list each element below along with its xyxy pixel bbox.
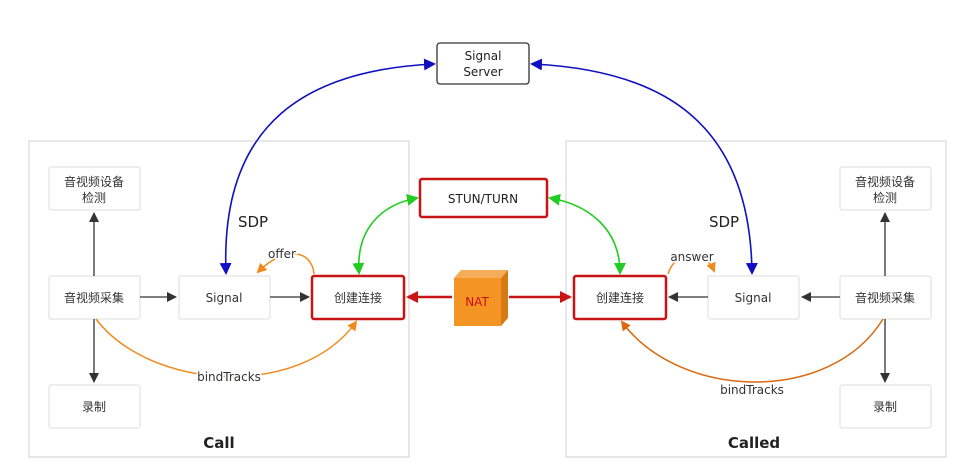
sdp-label-right: SDP: [709, 213, 739, 231]
called-create-conn-box: [572, 274, 668, 321]
called-title: Called: [728, 434, 780, 452]
called-device-check-line2: 检测: [873, 190, 897, 205]
stun-arrow-left: [352, 193, 419, 275]
called-device-check-line1: 音视频设备: [855, 174, 915, 189]
called-signal-label: Signal: [735, 291, 772, 305]
signal-server-line1: Signal: [465, 49, 502, 63]
nat-box: [454, 270, 508, 326]
called-bindtracks-label: bindTracks: [720, 383, 784, 397]
stun-arrow-right: [548, 193, 626, 275]
call-bindtracks-label: bindTracks: [197, 370, 261, 384]
signal-server-line2: Server: [463, 65, 502, 79]
called-record-box: [839, 384, 932, 429]
call-record-label: 录制: [82, 400, 106, 414]
called-capture-label: 音视频采集: [855, 290, 915, 305]
called-bindtracks-arrow: [620, 318, 884, 383]
call-device-check-line2: 检测: [82, 190, 106, 205]
call-capture-label: 音视频采集: [64, 290, 124, 305]
call-signal-label: Signal: [206, 291, 243, 305]
call-create-conn-label: 创建连接: [334, 290, 382, 305]
call-device-check-box: [48, 166, 141, 211]
call-title: Call: [203, 434, 234, 452]
sdp-label-left: SDP: [238, 213, 268, 231]
answer-label: answer: [670, 250, 713, 264]
call-device-check-line1: 音视频设备: [64, 174, 124, 189]
offer-label: offer: [268, 247, 296, 261]
sdp-arrow-left: [219, 58, 436, 275]
nat-label: NAT: [465, 295, 489, 309]
call-create-conn-box: [310, 274, 406, 321]
signal-server-box: [436, 42, 530, 85]
call-bindtracks-arrow: [95, 318, 358, 378]
sdp-arrow-right: [530, 58, 758, 275]
stun-turn-label: STUN/TURN: [448, 192, 518, 206]
called-device-check-box: [839, 166, 932, 211]
called-create-conn-label: 创建连接: [596, 290, 644, 305]
called-record-label: 录制: [873, 400, 897, 414]
call-record-box: [48, 384, 141, 429]
